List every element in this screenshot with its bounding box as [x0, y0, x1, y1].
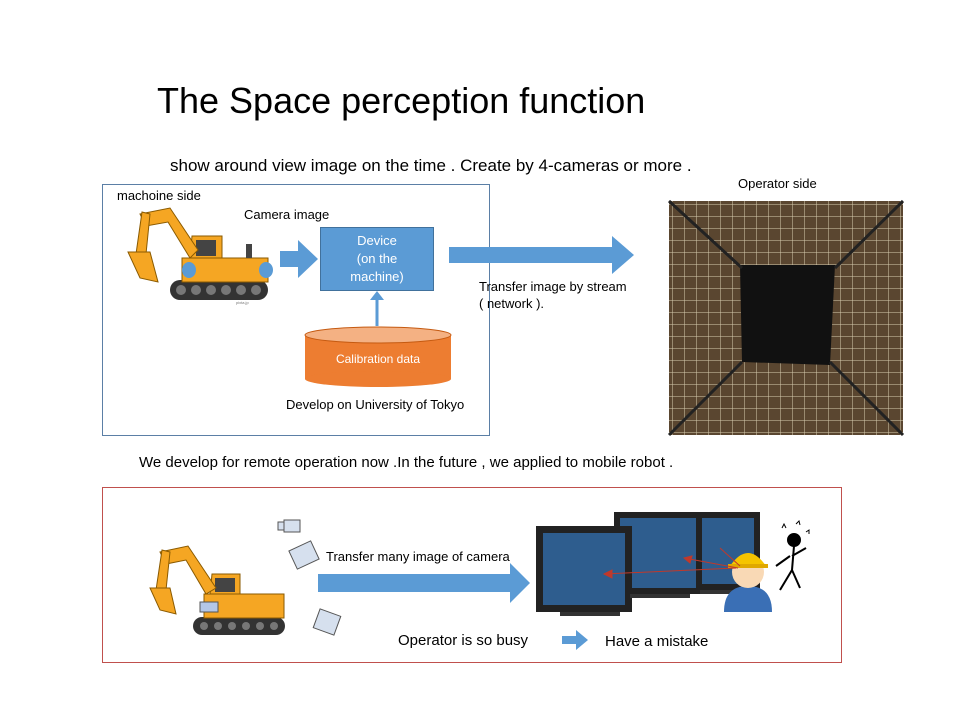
future-note: We develop for remote operation now .In … [139, 454, 674, 471]
page-title: The Space perception function [157, 80, 646, 121]
calibration-data-cylinder [304, 326, 452, 387]
many-images-arrow [318, 563, 530, 603]
machine-side-panel [102, 184, 490, 436]
stressed-figure-icon [775, 520, 810, 591]
excavator-remote-icon [149, 545, 285, 635]
remote-operation-panel [102, 487, 842, 663]
device-line-2: (on the [356, 251, 398, 266]
calibration-data-label: Calibration data [335, 352, 421, 366]
camera-to-device-arrow [280, 240, 318, 278]
operator-busy-label: Operator is so busy [398, 632, 529, 649]
stream-transfer-arrow [449, 236, 634, 274]
device-box: Device (on the machine) [320, 227, 434, 291]
device-line-1: Device [357, 233, 397, 248]
camera-image-label: Camera image [244, 207, 330, 222]
calibration-to-device-arrow [370, 291, 384, 300]
device-line-3: machine) [350, 269, 404, 284]
around-view-image [667, 199, 905, 437]
operator-icon [724, 553, 772, 612]
excavator-icon: pixta.jp [127, 207, 273, 305]
monitor-icons [536, 512, 760, 616]
machine-side-label: machoine side [117, 188, 201, 203]
camera-icons [277, 519, 342, 636]
transfer-many-label: Transfer many image of camera [326, 549, 510, 564]
page-subtitle: show around view image on the time . Cre… [170, 156, 692, 175]
transfer-stream-label: Transfer image by stream [479, 279, 627, 294]
svg-text:pixta.jp: pixta.jp [236, 300, 249, 305]
mistake-label: Have a mistake [605, 633, 709, 650]
transfer-network-label: ( network ). [479, 296, 545, 311]
operator-side-label: Operator side [738, 176, 817, 191]
busy-to-mistake-arrow [562, 630, 588, 650]
develop-note: Develop on University of Tokyo [286, 397, 465, 412]
